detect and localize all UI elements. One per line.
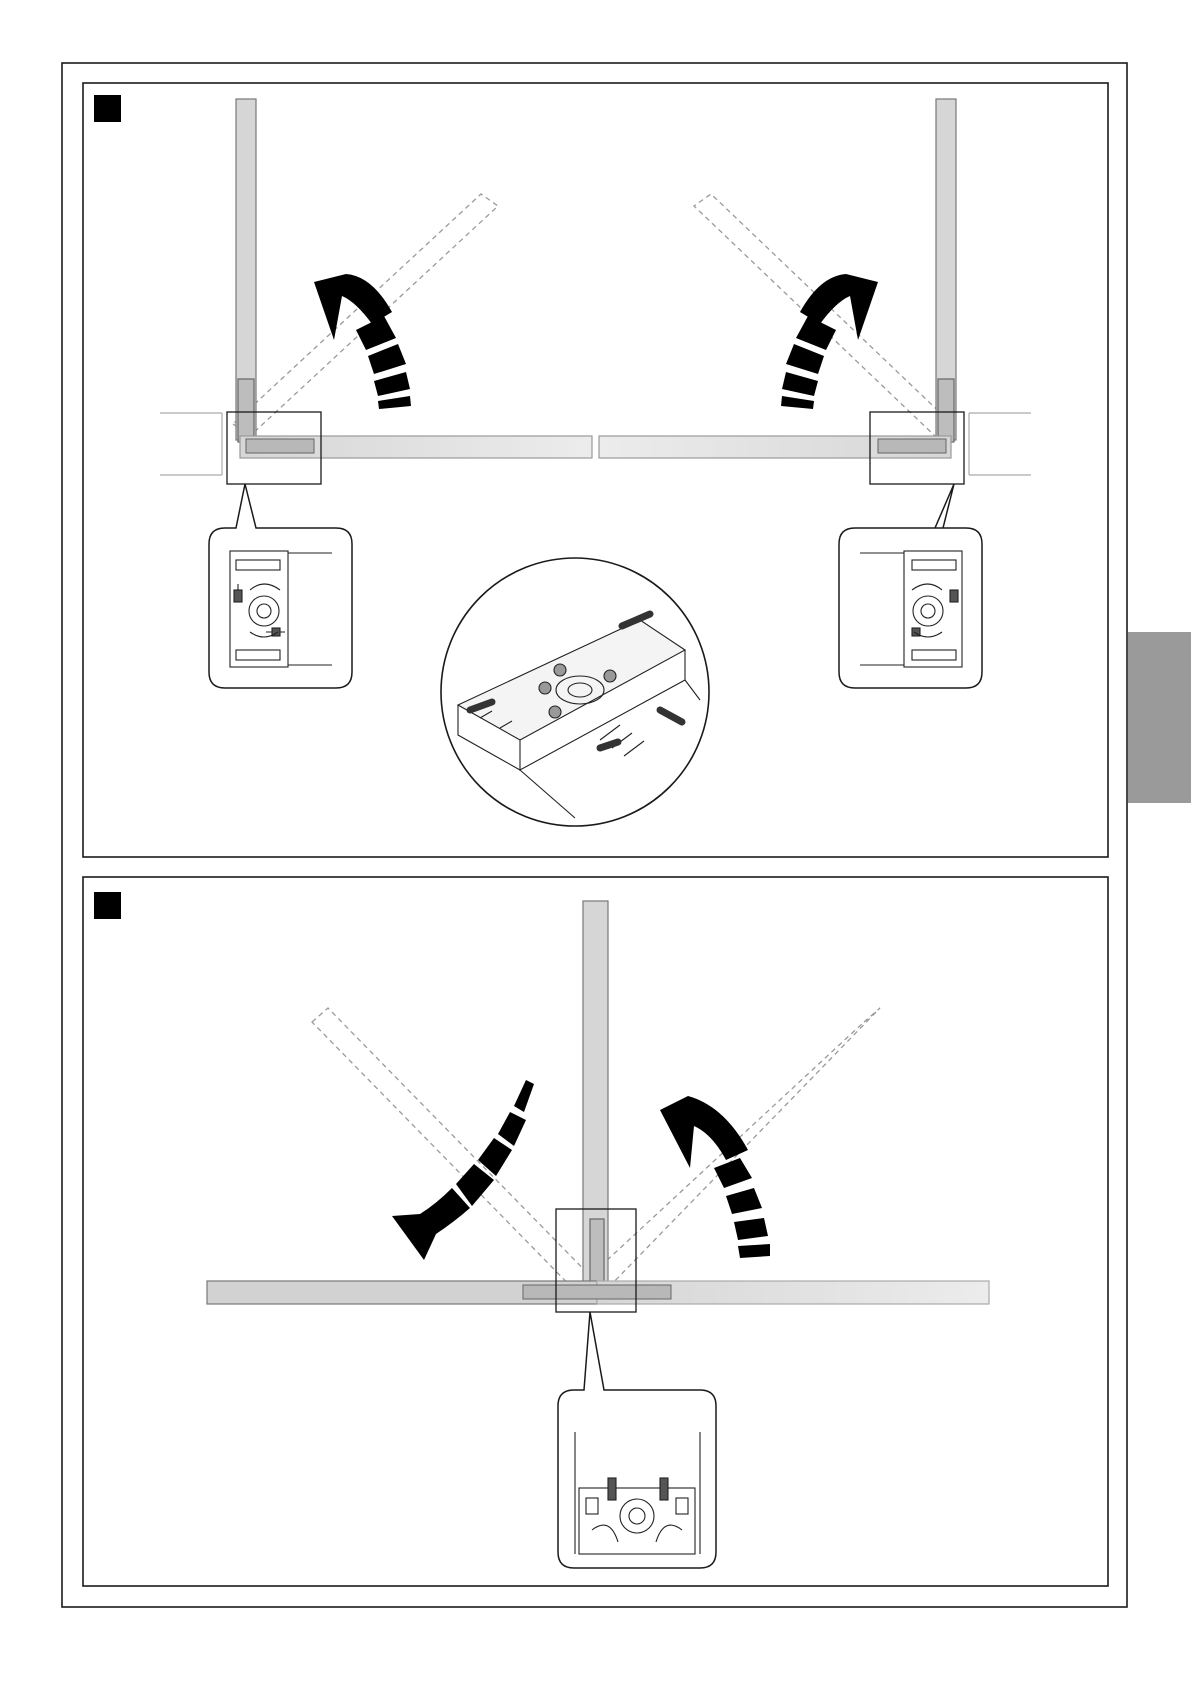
curved-arrow-up-left-icon <box>314 274 411 409</box>
callout-right <box>839 484 982 688</box>
figure-panel-top <box>83 83 1108 857</box>
curved-arrow-up-right-icon <box>781 274 878 409</box>
callout-bottom <box>558 1312 716 1568</box>
pillar-right <box>969 413 1031 475</box>
figure-panel-bottom <box>83 877 1108 1586</box>
figure-marker-bottom <box>94 892 121 919</box>
pillar-left <box>160 413 222 475</box>
side-tab <box>1128 632 1191 803</box>
hinge-post-right <box>938 379 954 442</box>
hinge-post-left <box>238 379 254 442</box>
leaf-closed-bottom-center <box>523 1285 671 1299</box>
curved-arrow-up-left-icon <box>660 1096 770 1258</box>
curved-arrow-down-left-icon <box>392 1080 534 1260</box>
leaf-intermediate-position-bottom-left <box>312 1008 604 1304</box>
hinge-plate-perspective-detail <box>441 558 709 826</box>
figure-marker-top <box>94 95 121 122</box>
leaf-closed-left-end <box>246 439 314 453</box>
hinge-post-bottom <box>590 1219 604 1289</box>
leaf-closed-right-end <box>878 439 946 453</box>
